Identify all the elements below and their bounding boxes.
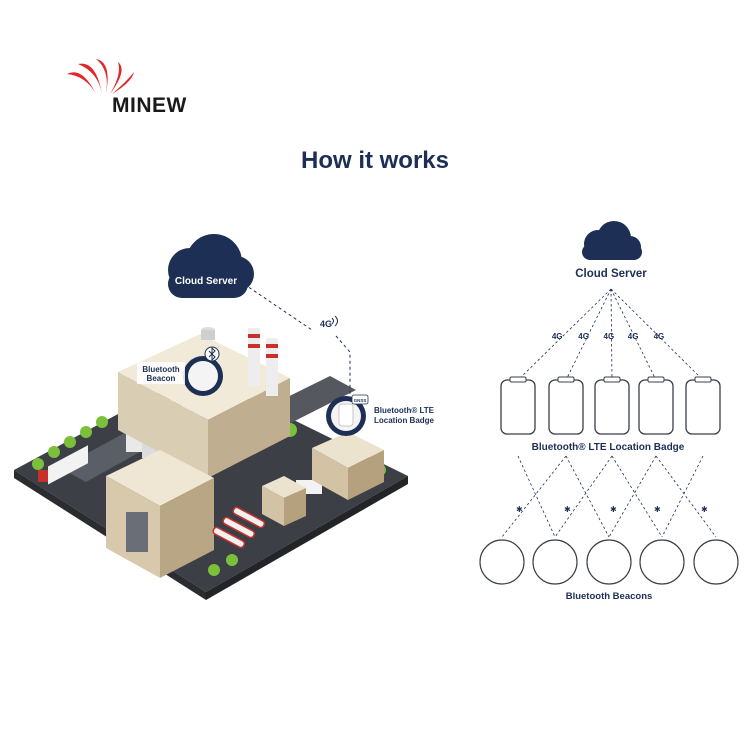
cloud-badge-link [565, 288, 612, 381]
factory-illustration [14, 327, 408, 600]
diagram-beacons-label: Bluetooth Beacons [566, 591, 653, 602]
location-badge-icon [326, 394, 369, 436]
cloud-to-signal-link [243, 283, 313, 331]
badge-device-icon [500, 376, 536, 435]
diagram-badges-label: Bluetooth® LTE Location Badge [532, 442, 685, 453]
minew-logo-icon [67, 59, 134, 94]
illustration-beacon-label-2: Beacon [147, 374, 176, 383]
diagram-cloud-label: Cloud Server [575, 268, 647, 280]
badge-device-icon [548, 376, 584, 435]
page-title: How it works [300, 147, 450, 174]
signal-icon [331, 315, 338, 327]
badge-device-icon [594, 376, 630, 435]
bluetooth-icon: ✱ [654, 505, 661, 514]
badge-beacon-link [501, 455, 567, 538]
cloud-badge-link [610, 288, 657, 381]
cloud-badge-link [610, 288, 704, 381]
illustration-signal-label: 4G [320, 319, 332, 329]
beacon-device-icon [479, 539, 525, 585]
diagram-signal-label: 4G [552, 332, 563, 341]
diagram-signal-label: 4G [604, 332, 615, 341]
badge-beacon-link [517, 455, 556, 538]
illustration-badge-label-1: Bluetooth® LTE [374, 406, 435, 415]
bluetooth-icon: ✱ [564, 505, 571, 514]
beacon-device-icon [586, 539, 632, 585]
beacon-device-icon [532, 539, 578, 585]
illustration-beacon-label-1: Bluetooth [142, 365, 179, 374]
bluetooth-icon: ✱ [701, 505, 708, 514]
diagram-cloud-icon [582, 221, 642, 260]
badge-device-icon [638, 376, 674, 435]
cloud-badge-link [517, 288, 612, 381]
diagram-signal-label: 4G [628, 332, 639, 341]
diagram-signal-label: 4G [654, 332, 665, 341]
badge-device-icon [685, 376, 721, 435]
bluetooth-icon: ✱ [610, 505, 617, 514]
brand-name: MINEW [112, 94, 187, 117]
bluetooth-icon: ✱ [516, 505, 523, 514]
badge-beacon-link [655, 455, 717, 538]
illustration-badge-label-2: Location Badge [374, 416, 435, 425]
cloud-server-icon [168, 234, 254, 298]
beacon-device-icon [693, 539, 739, 585]
badge-beacon-link [565, 455, 610, 538]
badge-beacon-link [611, 455, 663, 538]
badge-beacon-link [608, 455, 657, 538]
illustration-badge-chip: GNSS [354, 398, 367, 403]
cloud-badge-link [610, 288, 613, 381]
illustration-cloud-label: Cloud Server [175, 276, 237, 287]
diagram-signal-label: 4G [578, 332, 589, 341]
badge-beacon-link [661, 455, 704, 538]
beacon-device-icon [639, 539, 685, 585]
badge-beacon-link [554, 455, 613, 538]
signal-to-badge-link [335, 335, 351, 394]
bluetooth-beacon-icon [183, 346, 223, 396]
